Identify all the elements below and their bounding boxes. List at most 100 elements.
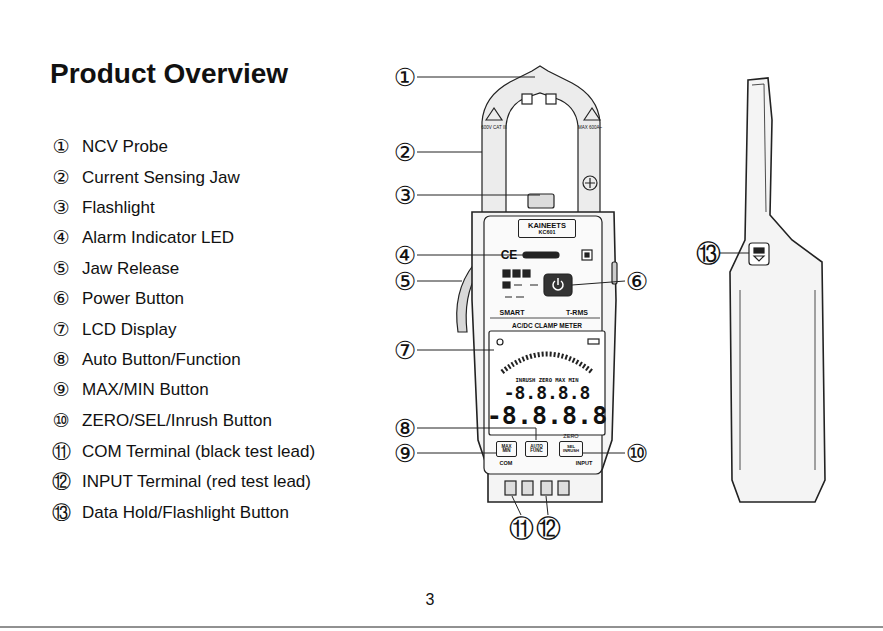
lcd-icon — [497, 339, 503, 345]
hold-icon — [754, 256, 764, 261]
callout-number: ⑩ — [52, 411, 69, 430]
alarm-led — [523, 252, 559, 258]
terminal — [505, 481, 516, 495]
callout-number: ⑤ — [394, 269, 416, 294]
part-name: Current Sensing Jaw — [82, 169, 240, 186]
part-name: Alarm Indicator LED — [82, 229, 234, 246]
clamp-meter-side — [730, 78, 825, 502]
footer-rule — [0, 627, 883, 628]
function-icon — [505, 285, 538, 297]
node-text: INRUSH ZERO MAX MIN — [516, 378, 579, 384]
power-icon — [557, 278, 559, 285]
rating-text: 600V CAT III — [481, 126, 506, 131]
leader-line — [417, 281, 462, 282]
callout-number: ⑫ — [536, 516, 561, 541]
node-text: KC601 — [538, 230, 555, 236]
side-jaw-edge — [752, 84, 766, 212]
callout-number: ② — [394, 140, 416, 165]
node-text: AUTO FUNC — [526, 445, 547, 454]
leader-line — [720, 253, 749, 254]
panel-divider — [490, 318, 600, 319]
jaw-outer — [482, 66, 600, 214]
jaw-mark — [546, 94, 556, 104]
button-box: MAX MIN — [496, 441, 517, 457]
callout-number: ③ — [52, 198, 69, 217]
callout-number: ⑥ — [626, 269, 648, 294]
node-text: MAX MIN — [497, 445, 516, 454]
callout-number: ⑪ — [509, 516, 534, 541]
terminal — [558, 481, 569, 495]
lcd-bargraph — [502, 354, 592, 372]
callout-number: ⑬ — [52, 503, 71, 522]
leader-line — [417, 152, 482, 153]
part-name: Power Button — [82, 290, 184, 307]
part-name: Data Hold/Flashlight Button — [82, 504, 289, 521]
certification-mark: CE — [501, 249, 518, 261]
function-icon — [503, 282, 510, 288]
brand-badge: KAINEETSKC601 — [518, 219, 576, 238]
clamp-meter-front — [457, 66, 617, 502]
callout-number: ② — [52, 168, 69, 187]
jaw-opening — [506, 93, 578, 214]
part-name: MAX/MIN Button — [82, 381, 209, 398]
page-number: 3 — [426, 592, 435, 608]
function-icon — [513, 270, 520, 277]
lcd-display: INRUSH ZERO MAX MIN-8.8.8.8-8.8.8.8 — [494, 336, 600, 432]
function-icon — [523, 270, 530, 277]
button-box: SEL INRUSH — [559, 441, 583, 457]
leader-line — [546, 496, 548, 515]
side-button — [612, 262, 617, 284]
node-text: -8.8.8.8 — [487, 403, 607, 428]
callout-number: ⑨ — [52, 380, 69, 399]
part-name: Flashlight — [82, 199, 155, 216]
callout-number: ⑦ — [52, 320, 69, 339]
jaw-screw — [583, 176, 597, 190]
button-box: AUTO FUNC — [525, 441, 548, 457]
leader-line — [417, 428, 536, 440]
callout-number: ⑧ — [52, 350, 69, 369]
callout-number: ④ — [52, 228, 69, 247]
side-body — [730, 78, 825, 502]
callout-number: ① — [52, 137, 69, 156]
function-icon — [503, 270, 510, 277]
lcd-battery — [588, 339, 599, 344]
device-text: T-RMS — [566, 309, 588, 316]
part-name: Auto Button/Function — [82, 351, 241, 368]
part-name: Jaw Release — [82, 260, 179, 277]
leader-line — [582, 453, 625, 454]
callout-number: ⑪ — [52, 442, 71, 461]
indicator-square — [585, 253, 589, 257]
terminal — [541, 481, 552, 495]
warning-triangle — [584, 108, 600, 120]
callout-number: ⑤ — [52, 259, 69, 278]
terminal-label: INPUT — [576, 461, 593, 467]
node-text: -8.8.8.8 — [504, 384, 591, 402]
callout-number: ⑧ — [394, 416, 416, 441]
callout-number: ⑥ — [52, 289, 69, 308]
device-text: SMART — [500, 309, 525, 316]
callout-number: ⑩ — [626, 441, 648, 466]
leader-lines — [417, 77, 749, 515]
node-text: SEL INRUSH — [560, 445, 582, 453]
side-edge — [740, 290, 815, 470]
device-text: AC/DC CLAMP METER — [512, 323, 582, 330]
part-name: LCD Display — [82, 321, 176, 338]
rating-text: MAX 600A~ — [578, 126, 602, 131]
page-title: Product Overview — [50, 60, 288, 88]
part-name: COM Terminal (black test lead) — [82, 443, 315, 460]
callout-number: ⑫ — [52, 472, 71, 491]
leader-line — [417, 195, 540, 196]
callout-number: ④ — [394, 243, 416, 268]
leader-line — [512, 496, 521, 515]
leader-line — [417, 77, 535, 78]
jaw-screw — [585, 178, 595, 188]
callout-number: ③ — [394, 183, 416, 208]
hold-button — [749, 243, 769, 265]
node-text: KAINEETS — [528, 222, 566, 230]
callout-number: ⑬ — [696, 241, 721, 266]
device-text: ZERO — [563, 434, 578, 440]
callout-number: ⑨ — [394, 441, 416, 466]
flashlight — [528, 194, 554, 208]
power-button — [544, 274, 572, 296]
